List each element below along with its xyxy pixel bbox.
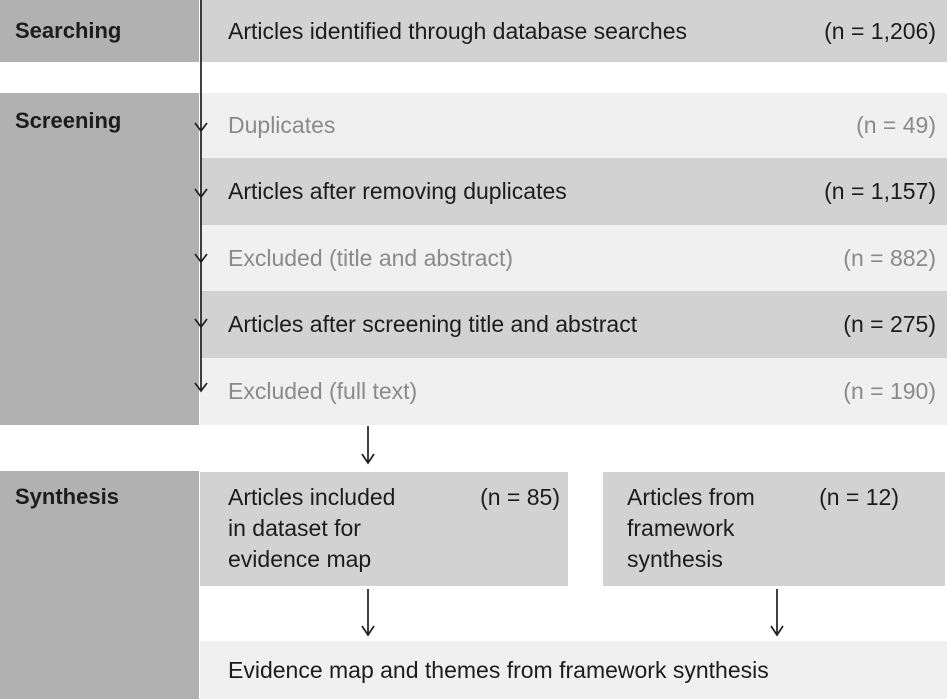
stage-searching: Searching <box>0 0 199 62</box>
flow-box-count: (n = 1,157) <box>824 178 936 204</box>
flow-box-text: Excluded (title and abstract) <box>228 244 514 271</box>
stage-label-searching: Searching <box>15 18 122 43</box>
flow-box-text: Articles included in dataset for evidenc… <box>228 484 396 572</box>
flow-box-excluded-full-text: Excluded (full text) (n = 190) <box>200 358 947 425</box>
flow-box-count: (n = 275) <box>843 311 936 337</box>
flow-box-count: (n = 85) <box>480 484 560 510</box>
stage-screening: Screening <box>0 93 199 425</box>
stage-label-screening: Screening <box>15 108 122 133</box>
flow-box-count: (n = 49) <box>856 112 936 138</box>
flow-box-count: (n = 190) <box>843 378 936 404</box>
flow-box-text: Articles from framework synthesis <box>627 484 755 572</box>
flow-box-excluded-title-abstract: Excluded (title and abstract) (n = 882) <box>200 225 947 291</box>
flow-box-text: Excluded (full text) <box>228 378 418 404</box>
down-arrow-icon <box>361 426 375 465</box>
flow-box-duplicates: Duplicates (n = 49) <box>200 93 947 158</box>
flow-line-arrow <box>194 0 208 393</box>
flow-box-evidence-map-dataset: Articles included in dataset for evidenc… <box>200 472 568 586</box>
flow-box-count: (n = 12) <box>819 484 899 510</box>
flow-box-articles-identified: Articles identified through database sea… <box>200 0 947 62</box>
flow-box-after-screening: Articles after screening title and abstr… <box>200 291 947 358</box>
flow-box-text: Articles identified through database sea… <box>228 17 688 44</box>
down-arrow-icon <box>361 589 375 637</box>
stage-synthesis: Synthesis <box>0 471 199 699</box>
flow-box-after-duplicates: Articles after removing duplicates (n = … <box>200 158 947 225</box>
flow-box-framework-synthesis: Articles from framework synthesis (n = 1… <box>603 472 945 586</box>
flow-box-text: Duplicates <box>228 112 336 138</box>
flow-box-text: Articles after removing duplicates <box>228 178 567 204</box>
flow-box-text: Evidence map and themes from framework s… <box>228 656 769 683</box>
flow-box-count: (n = 1,206) <box>824 17 936 44</box>
flow-box-result: Evidence map and themes from framework s… <box>200 641 947 699</box>
flow-box-text: Articles after screening title and abstr… <box>228 311 638 337</box>
stage-label-synthesis: Synthesis <box>15 484 119 509</box>
flow-box-count: (n = 882) <box>843 244 936 271</box>
down-arrow-icon <box>770 589 784 637</box>
